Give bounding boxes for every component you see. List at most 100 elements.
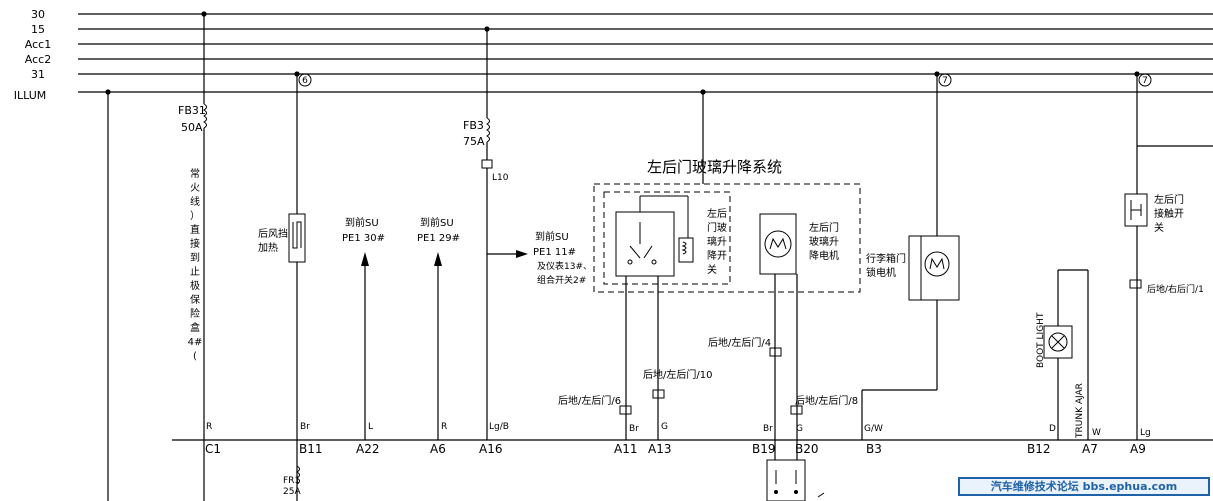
rail-tag-6: 6 (302, 76, 308, 86)
to-su-29-line1: 到前SU (420, 216, 454, 229)
note-char: 止 (190, 266, 200, 278)
ground-left-rear-door-4: 后地/左后门/4 (708, 336, 771, 349)
constant-power-note: 常 火 线 ） 直 接 到 止 极 保 险 盒 4# ( (188, 167, 203, 362)
to-su-11-line4: 组合开关2# (537, 274, 586, 286)
door-contact-label-3: 关 (1154, 221, 1164, 234)
pin-c1: C1 (205, 442, 221, 456)
to-su-11-line2: PE1 11# (533, 247, 576, 258)
wire-color-a16: Lg/B (489, 422, 509, 432)
window-switch-label-2: 门玻 (707, 221, 727, 234)
pin-b12: B12 (1027, 442, 1051, 456)
fuse-fb31-rating: 50A (181, 121, 203, 134)
note-char: 接 (190, 237, 200, 250)
wire-color-b11: Br (300, 422, 310, 432)
circuit-b11: 6 后风挡 加热 FR1 25A (258, 71, 312, 501)
wire-color-a7: W (1092, 428, 1101, 438)
wire-color-a9: Lg (1140, 428, 1151, 438)
window-lift-system: 左后门玻璃升降系统 左后 门玻 璃升 降开 关 (558, 89, 861, 460)
door-contact-circuit: 7 左后门 接触开 关 后地/右后门/1 BOOT LIGHT TRUNK AJ… (1036, 71, 1213, 440)
rail-labels: 30 15 Acc1 Acc2 31 ILLUM (14, 8, 51, 102)
trunk-motor-circuit: 7 行李箱门 锁电机 (861, 71, 960, 440)
window-motor: 左后门 玻璃升 降电机 (759, 213, 839, 275)
window-switch-label-1: 左后 (707, 207, 727, 220)
rail-label-30: 30 (31, 8, 45, 21)
to-su-29-line2: PE1 29# (417, 233, 460, 244)
wire-color-c1: R (206, 422, 212, 432)
to-su-11-line1: 到前SU (535, 230, 569, 243)
wire-color-a22: L (368, 422, 373, 432)
circuit-c1: FB31 50A (178, 11, 207, 501)
rail-tag-7-a: 7 (942, 76, 948, 86)
fuse-fr1-rating: 25A (283, 487, 301, 497)
window-switch: 左后 门玻 璃升 降开 关 (615, 195, 727, 277)
ground-left-rear-door-10: 后地/左后门/10 (643, 368, 712, 381)
rear-defrost-label-2: 加热 (258, 241, 278, 254)
note-char: 极 (190, 279, 200, 292)
to-su-30-line1: 到前SU (345, 216, 379, 229)
ground-left-rear-door-8: 后地/左后门/8 (795, 394, 858, 407)
note-char: 常 (190, 167, 200, 180)
fuse-fb3-label: FB3 (463, 119, 484, 132)
wire-color-a11: Br (629, 424, 639, 434)
window-switch-label-3: 璃升 (707, 235, 727, 248)
rail-label-15: 15 (31, 23, 45, 36)
wire-color-a13: G (661, 422, 668, 432)
rail-tag-7-b: 7 (1142, 76, 1148, 86)
lower-connector-block (766, 459, 825, 501)
window-motor-label-3: 降电机 (809, 249, 839, 262)
note-char: 盒 (190, 321, 200, 334)
circuit-a6: 到前SU PE1 29# (417, 216, 460, 440)
rail-label-acc2: Acc2 (25, 53, 51, 66)
pin-b20: B20 (795, 442, 819, 456)
note-char: ） (190, 210, 200, 222)
to-su-30-line2: PE1 30# (342, 233, 385, 244)
note-char: ( (193, 351, 197, 362)
fuse-fr1-label: FR1 (283, 476, 300, 486)
pin-a6: A6 (430, 442, 446, 456)
pin-b19: B19 (752, 442, 776, 456)
note-char: 直 (190, 223, 200, 236)
door-contact-label-1: 左后门 (1154, 193, 1184, 206)
ground-rear-right-rear-door: 后地/右后门/1 (1147, 283, 1204, 295)
rail-label-illum: ILLUM (14, 89, 47, 102)
forum-watermark[interactable]: 汽车维修技术论坛 bbs.ephua.com (958, 477, 1210, 496)
door-contact-label-2: 接触开 (1154, 207, 1184, 220)
to-su-11-line3: 及仪表13#、 (537, 260, 592, 272)
wire-color-labels: R Br L R Lg/B Br G Br G G/W D W Lg (206, 422, 1151, 438)
note-char: 线 (190, 195, 200, 208)
trunk-motor-label-2: 锁电机 (866, 266, 896, 279)
pin-b3: B3 (866, 442, 882, 456)
fuse-fb3-rating: 75A (463, 135, 485, 148)
trunk-ajar-label: TRUNK AJAR (1075, 383, 1085, 439)
pin-a11: A11 (614, 442, 637, 456)
pin-a7: A7 (1082, 442, 1098, 456)
system-title: 左后门玻璃升降系统 (647, 158, 782, 176)
pin-b11: B11 (299, 442, 323, 456)
pin-a13: A13 (648, 442, 671, 456)
wire-color-b20: G (796, 424, 803, 434)
circuit-a16: FB3 75A L10 到前SU PE1 11# 及仪表13#、 组合开关2# (463, 26, 592, 440)
note-char: 险 (190, 307, 200, 320)
wire-color-b19: Br (763, 424, 773, 434)
circuit-a22: 到前SU PE1 30# (342, 216, 385, 440)
note-char: 保 (190, 293, 200, 306)
window-motor-label-1: 左后门 (809, 221, 839, 234)
power-rails (78, 13, 1213, 93)
connector-l10: L10 (492, 173, 509, 183)
pin-a9: A9 (1130, 442, 1146, 456)
note-char: 火 (190, 182, 200, 194)
ground-left-rear-door-6: 后地/左后门/6 (558, 394, 621, 407)
trunk-motor-label-1: 行李箱门 (866, 252, 906, 265)
note-char: 到 (190, 252, 200, 264)
rail-label-acc1: Acc1 (25, 38, 51, 51)
connector-pins: C1 B11 A22 A6 A16 A11 A13 B19 B20 B3 B12… (205, 442, 1146, 456)
wire-color-b3: G/W (864, 424, 883, 434)
note-char: 4# (188, 337, 203, 348)
pin-a16: A16 (479, 442, 502, 456)
window-switch-label-4: 降开 (707, 249, 727, 262)
fuse-fb31-label: FB31 (178, 104, 206, 117)
boot-light-label: BOOT LIGHT (1036, 312, 1046, 368)
wire-color-b12: D (1049, 424, 1056, 434)
rail-label-31: 31 (31, 68, 45, 81)
